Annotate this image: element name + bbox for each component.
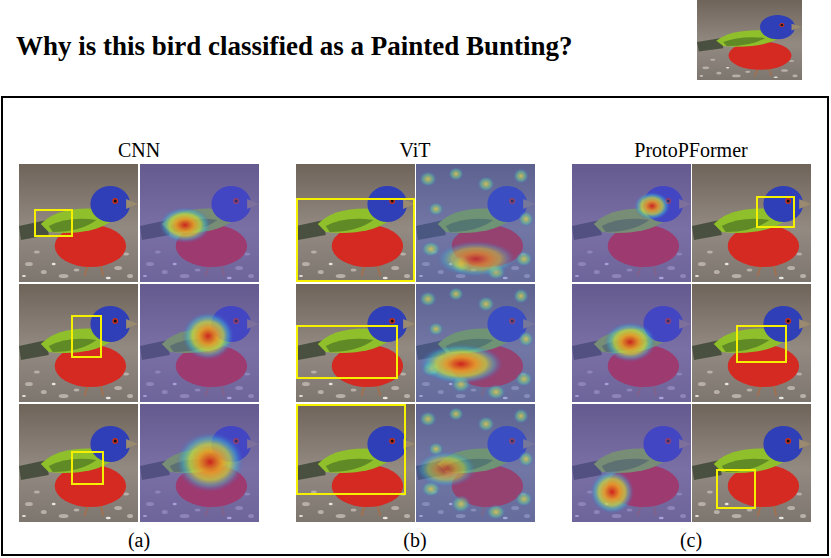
column-heading: ViT: [399, 139, 430, 161]
panel-letter: (a): [128, 529, 150, 551]
column-heading: ProtoPFormer: [634, 139, 747, 161]
column-heading: CNN: [118, 139, 160, 161]
panel-letter: (b): [403, 529, 426, 551]
figure-title: Why is this bird classified as a Painted…: [16, 32, 573, 62]
panel-letter: (c): [680, 529, 702, 551]
